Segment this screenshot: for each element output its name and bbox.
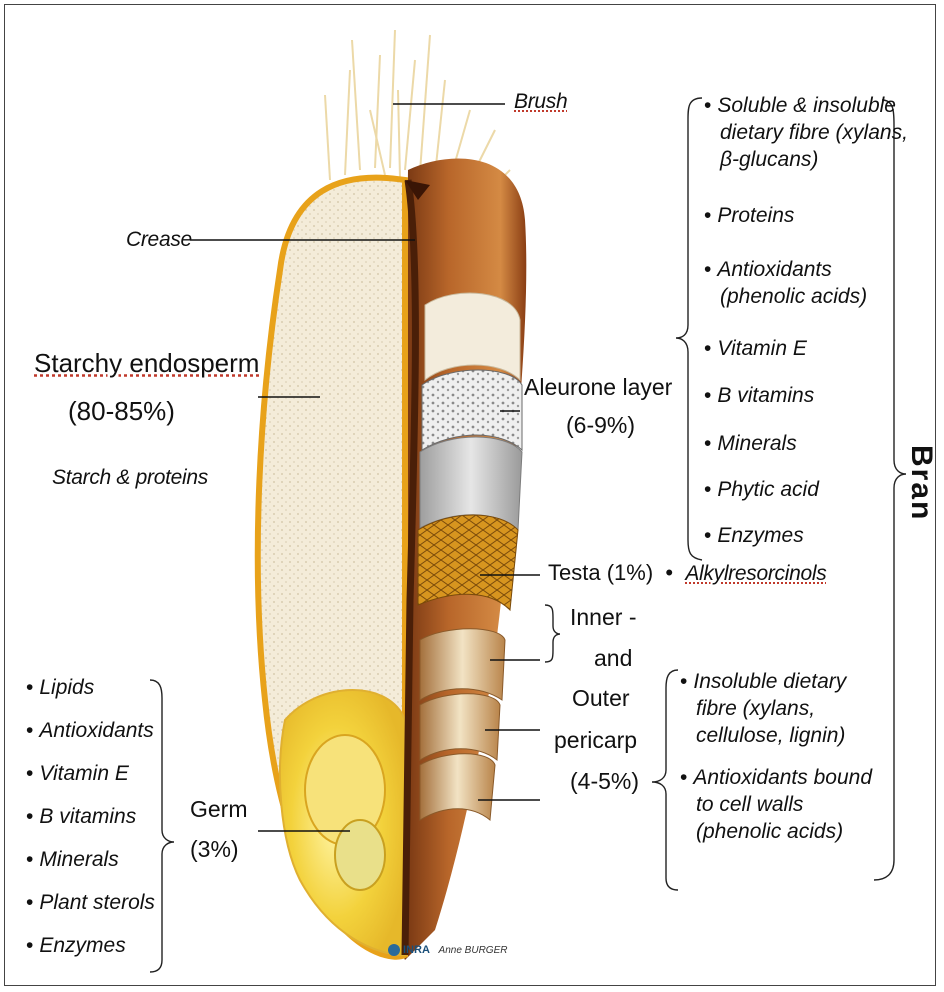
list-item: Antioxidants	[26, 717, 154, 744]
list-item: Proteins	[704, 202, 794, 229]
list-item: Insoluble dietary	[680, 668, 846, 695]
pericarp-line3: Outer	[572, 685, 630, 712]
list-item: B vitamins	[26, 803, 136, 830]
list-item: Lipids	[26, 674, 94, 701]
aleurone-title: Aleurone layer	[524, 374, 672, 401]
endosperm-content: Starch & proteins	[52, 466, 208, 490]
list-item: Soluble & insoluble	[704, 92, 896, 119]
testa-title: Testa (1%)	[548, 560, 653, 585]
list-item: B vitamins	[704, 382, 814, 409]
endosperm-title: Starchy endosperm	[34, 348, 259, 379]
testa-label: Testa (1%) • Alkylresorcinols	[548, 560, 826, 586]
aleurone-percentage: (6-9%)	[566, 412, 635, 439]
list-item: cellulose, lignin)	[696, 722, 845, 749]
list-item: Enzymes	[704, 522, 804, 549]
logo-icon	[388, 944, 400, 956]
brush-label: Brush	[514, 90, 567, 114]
list-item: (phenolic acids)	[696, 818, 843, 845]
logo-text: INRA	[403, 944, 429, 956]
pericarp-line2: and	[594, 645, 632, 672]
list-item: Minerals	[704, 430, 797, 457]
crease-label: Crease	[126, 228, 192, 252]
pericarp-line1: Inner -	[570, 604, 636, 631]
list-item: Antioxidants	[704, 256, 832, 283]
bran-label: Bran	[904, 445, 938, 521]
pericarp-percentage: (4-5%)	[570, 768, 639, 795]
endosperm-percentage: (80-85%)	[68, 396, 175, 427]
list-item: Vitamin E	[26, 760, 129, 787]
list-item: Vitamin E	[704, 335, 807, 362]
list-item: Enzymes	[26, 932, 126, 959]
list-item: Phytic acid	[704, 476, 819, 503]
germ-title: Germ	[190, 796, 248, 823]
list-item: β-glucans)	[720, 146, 818, 173]
credit-text: Anne BURGER	[439, 945, 508, 956]
list-item: dietary fibre (xylans,	[720, 119, 908, 146]
list-item: Antioxidants bound	[680, 764, 872, 791]
testa-content: Alkylresorcinols	[685, 562, 826, 585]
pericarp-line4: pericarp	[554, 727, 637, 754]
bran-label-wrapper: Bran	[900, 445, 940, 555]
inra-logo: INRA Anne BURGER	[388, 944, 507, 956]
list-item: fibre (xylans,	[696, 695, 815, 722]
list-item: (phenolic acids)	[720, 283, 867, 310]
list-item: Minerals	[26, 846, 119, 873]
list-item: to cell walls	[696, 791, 803, 818]
germ-percentage: (3%)	[190, 836, 239, 863]
list-item: Plant sterols	[26, 889, 155, 916]
